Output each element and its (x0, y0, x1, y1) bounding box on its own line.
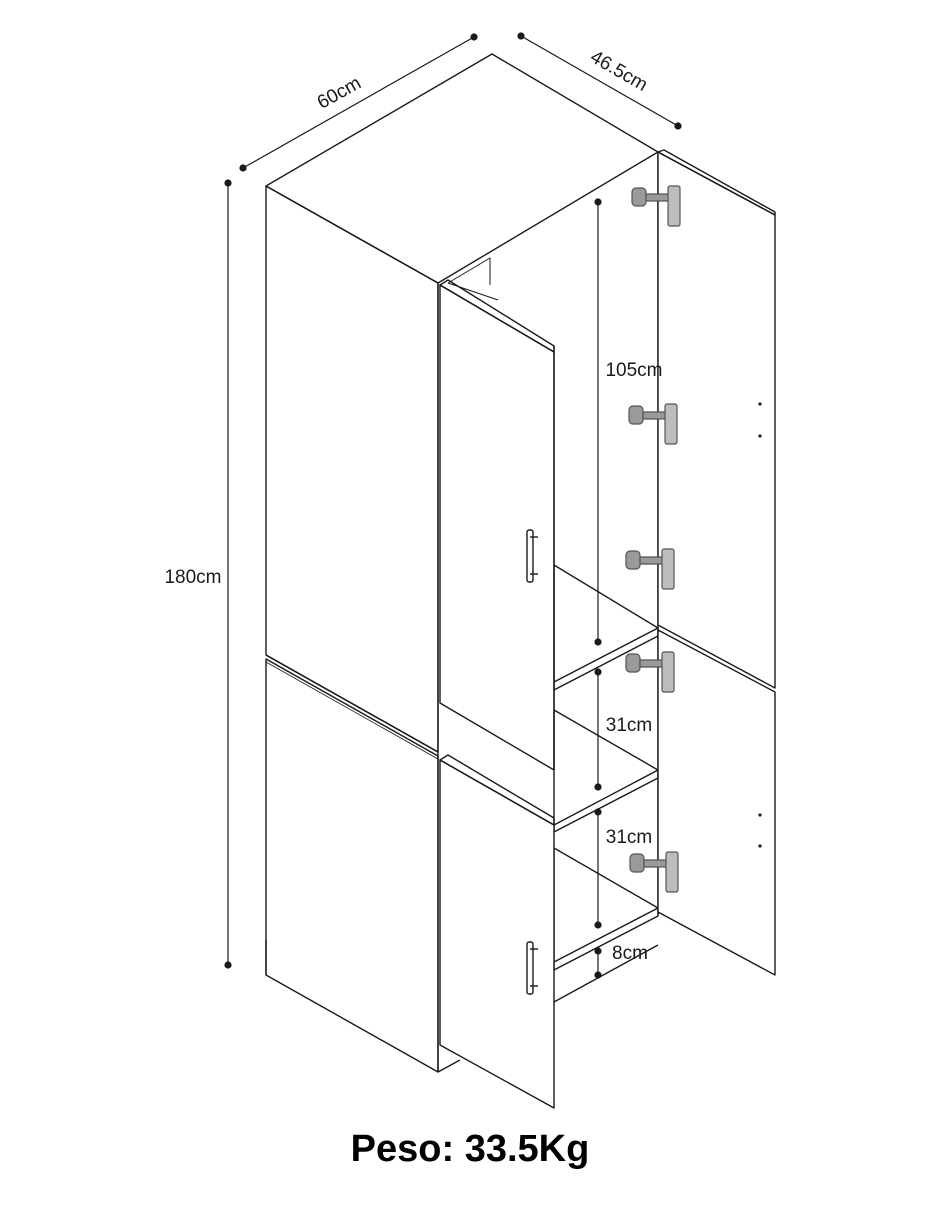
upper-door-handle[interactable] (526, 529, 538, 583)
open-lower-door-right (657, 629, 776, 976)
interior-shelves (553, 564, 659, 1003)
hinge-icon (625, 548, 675, 590)
left-lower-door (265, 658, 439, 1073)
open-upper-door-right (657, 149, 776, 689)
hinges (625, 185, 681, 893)
upper-compartment-label: 105cm (605, 360, 662, 381)
weight-label: Peso: 33.5Kg (350, 1128, 590, 1170)
hinge-icon (631, 185, 681, 227)
shelf-gap-1-label: 31cm (606, 715, 652, 736)
dimension-labels: 60cm 46.5cm 180cm 105cm 31cm 31cm 8cm (164, 47, 662, 964)
hinge-icon (629, 851, 679, 893)
depth-label: 46.5cm (587, 47, 651, 96)
open-upper-door-front (439, 279, 555, 771)
width-label: 60cm (314, 73, 365, 114)
hinge-icon (625, 651, 675, 693)
hinge-icon (628, 403, 678, 445)
left-upper-door (265, 185, 439, 753)
dimension-lines (224, 32, 682, 979)
open-lower-door-front (439, 754, 555, 1109)
shelf-gap-2-label: 31cm (606, 827, 652, 848)
base-label: 8cm (612, 943, 648, 964)
lower-door-handle[interactable] (526, 941, 538, 995)
height-label: 180cm (164, 567, 221, 588)
shelf-1 (553, 564, 659, 691)
